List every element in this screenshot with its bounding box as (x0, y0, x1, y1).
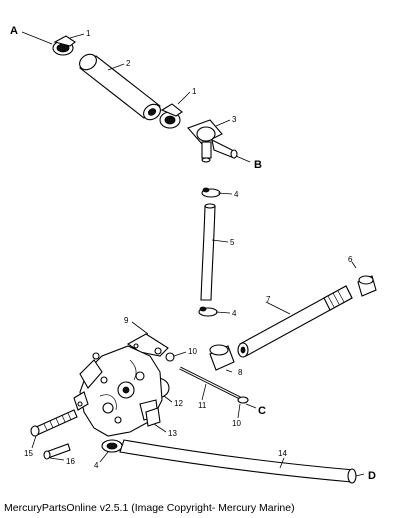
callout-1-lower: 1 (192, 87, 197, 96)
long-bolt (179, 366, 249, 404)
leader-lines (21, 31, 365, 477)
callout-12: 12 (174, 399, 183, 408)
callout-8: 8 (238, 368, 243, 377)
clamp-top (52, 35, 76, 56)
callout-14: 14 (278, 449, 287, 458)
callout-10-upper: 10 (188, 347, 197, 356)
screw-small (43, 443, 71, 460)
callout-16: 16 (66, 457, 75, 466)
small-clamp-lower (198, 306, 218, 317)
tee-fitting (187, 119, 238, 163)
main-housing (73, 345, 163, 437)
long-hose (119, 439, 357, 484)
housing-fitting (145, 407, 161, 427)
callout-10-lower: 10 (232, 419, 241, 428)
callout-11: 11 (198, 401, 207, 410)
small-hose (200, 203, 216, 301)
callout-4-upper: 4 (234, 190, 239, 199)
reference-letter-a: A (10, 25, 18, 37)
callout-4-bottom: 4 (94, 461, 99, 470)
callout-4-lower: 4 (232, 309, 237, 318)
end-cap (357, 275, 377, 297)
bushing (209, 344, 235, 371)
clamp-lower (159, 103, 183, 129)
callout-3: 3 (232, 115, 237, 124)
callout-1-top: 1 (86, 29, 91, 38)
reference-letter-c: C (258, 405, 266, 417)
callout-13: 13 (168, 429, 177, 438)
bottom-clamp (101, 439, 123, 453)
callout-15: 15 (24, 449, 33, 458)
callout-9: 9 (124, 316, 129, 325)
callout-5: 5 (230, 238, 235, 247)
reference-letter-d: D (368, 470, 376, 482)
hose-sleeve (79, 53, 161, 121)
callout-7: 7 (266, 295, 271, 304)
washer-upper (165, 352, 175, 362)
long-tube (237, 285, 353, 358)
callout-6: 6 (348, 255, 353, 264)
reference-letter-b: B (254, 159, 262, 171)
screw-large (30, 409, 78, 437)
callout-2: 2 (126, 59, 131, 68)
small-clamp-upper (201, 187, 221, 198)
copyright-caption: MercuryPartsOnline v2.5.1 (Image Copyrig… (4, 502, 295, 514)
